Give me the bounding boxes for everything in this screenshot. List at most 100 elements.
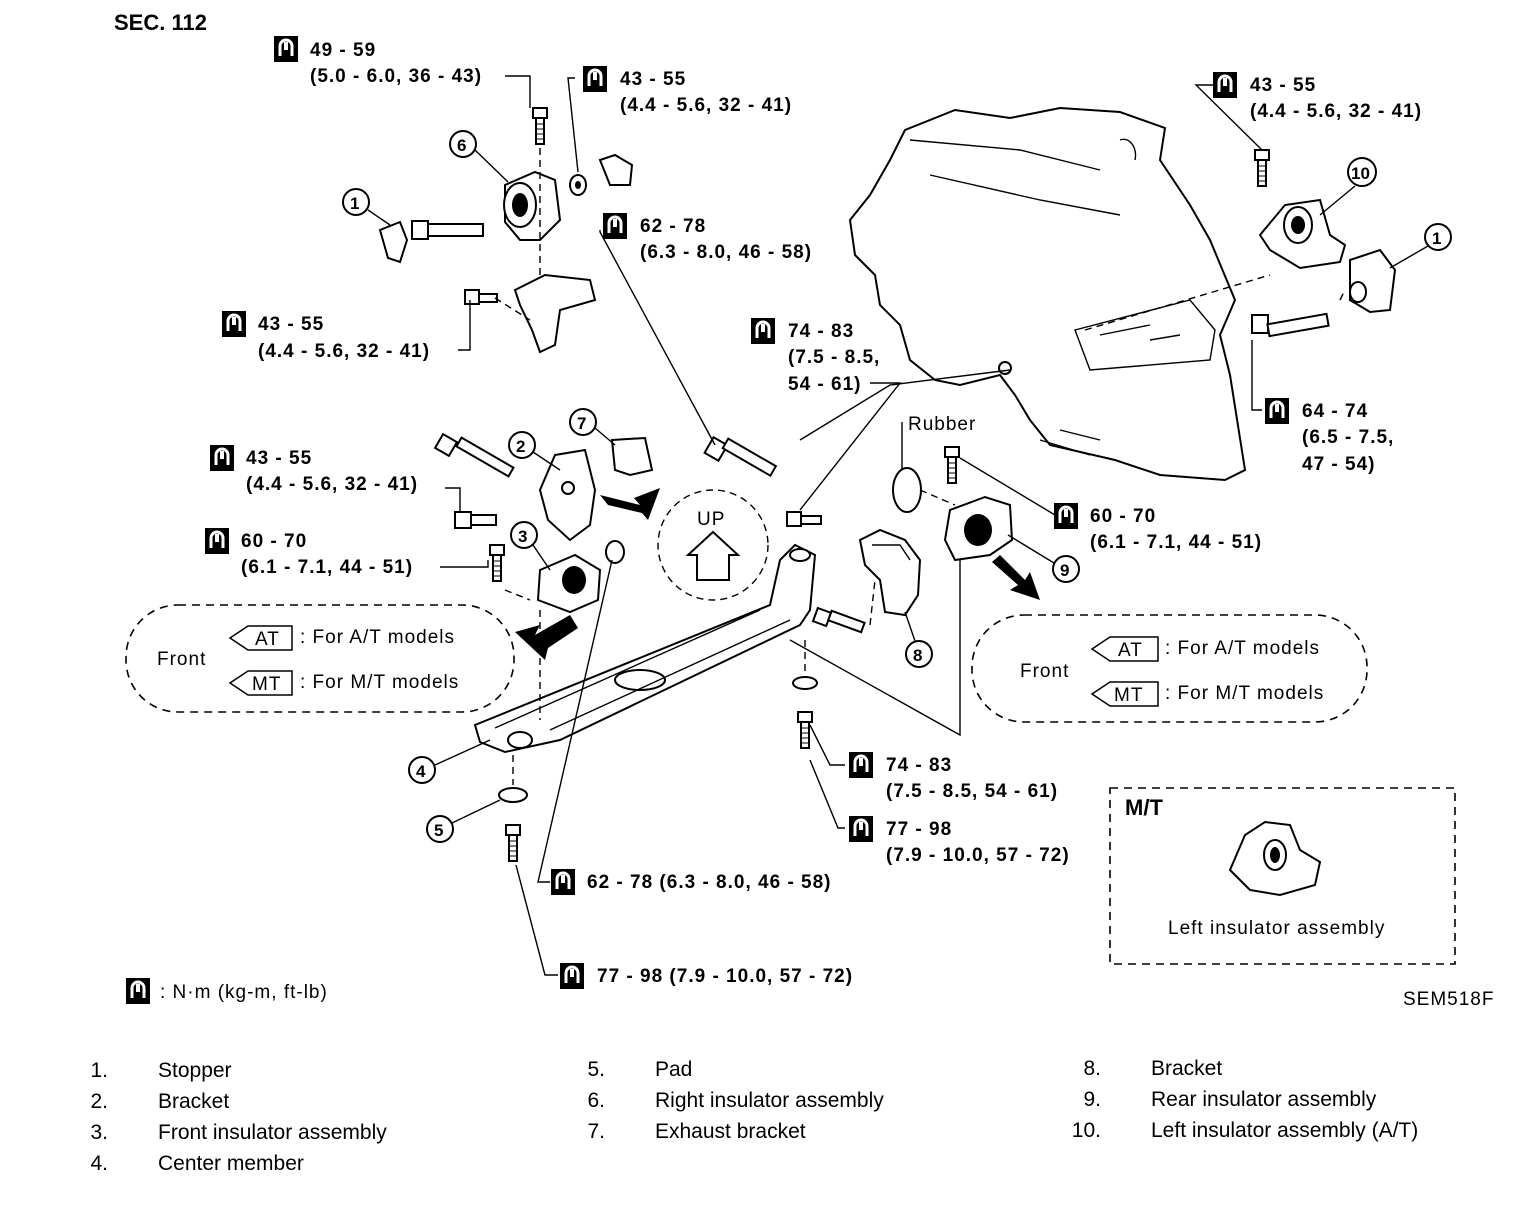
svg-text:62 - 78: 62 - 78	[640, 216, 706, 237]
svg-text:8: 8	[913, 646, 922, 665]
svg-text:: For M/T models: : For M/T models	[300, 672, 459, 693]
svg-text:62 - 78 (6.3 - 8.0, 46 - 58): 62 - 78 (6.3 - 8.0, 46 - 58)	[587, 872, 832, 893]
svg-text:: For A/T models: : For A/T models	[300, 627, 455, 648]
svg-text:5: 5	[434, 821, 443, 840]
svg-text:(4.4 - 5.6, 32 - 41): (4.4 - 5.6, 32 - 41)	[246, 474, 418, 495]
svg-text:1: 1	[350, 194, 359, 213]
svg-text:(7.5 - 8.5, 54 - 61): (7.5 - 8.5, 54 - 61)	[886, 781, 1058, 802]
legend-item: 3.Front insulator assembly	[90, 1121, 387, 1144]
svg-text:AT: AT	[1118, 640, 1143, 661]
leader-lines	[440, 75, 1263, 976]
front-arrows	[515, 488, 1040, 660]
svg-text:3: 3	[518, 527, 527, 546]
legend-item: 5.Pad	[587, 1058, 693, 1081]
svg-text:64 - 74: 64 - 74	[1302, 401, 1368, 422]
callout-6: 6	[449, 130, 509, 183]
svg-text:4: 4	[416, 762, 426, 781]
svg-text:MT: MT	[252, 674, 281, 695]
svg-text:(5.0 - 6.0, 36 - 43): (5.0 - 6.0, 36 - 43)	[310, 66, 482, 87]
svg-text:Left insulator assembly: Left insulator assembly	[1168, 918, 1385, 939]
torque-callout-10: 60 - 70 (6.1 - 7.1, 44 - 51)	[1052, 501, 1262, 553]
svg-text:7: 7	[577, 414, 586, 433]
svg-text:74 - 83: 74 - 83	[788, 321, 854, 342]
torque-callout-8: 43 - 55 (4.4 - 5.6, 32 - 41)	[208, 443, 418, 495]
torque-callout-2: 43 - 55 (4.4 - 5.6, 32 - 41)	[581, 64, 792, 116]
front-legend-left: Front AT : For A/T models MT : For M/T m…	[125, 604, 515, 713]
callout-2: 2	[508, 431, 561, 471]
torque-callout-7: 64 - 74 (6.5 - 7.5, 47 - 54)	[1263, 396, 1394, 475]
svg-text:: For A/T models: : For A/T models	[1165, 638, 1320, 659]
legend-item: 8.Bracket	[1083, 1057, 1223, 1080]
figure-id: SEM518F	[1403, 989, 1494, 1010]
torque-callout-5: 43 - 55 (4.4 - 5.6, 32 - 41)	[1211, 70, 1422, 122]
svg-text:77 - 98 (7.9 - 10.0, 57 - 72): 77 - 98 (7.9 - 10.0, 57 - 72)	[597, 966, 853, 987]
svg-text:47 - 54): 47 - 54)	[1302, 454, 1375, 475]
up-label: UP	[697, 509, 725, 530]
svg-text:(6.1 - 7.1, 44 - 51): (6.1 - 7.1, 44 - 51)	[241, 557, 413, 578]
torque-callout-9: 60 - 70 (6.1 - 7.1, 44 - 51)	[203, 526, 413, 578]
svg-text:54 - 61): 54 - 61)	[788, 374, 861, 395]
legend-item: 10.Left insulator assembly (A/T)	[1071, 1119, 1419, 1142]
parts-legend-col3: 8.Bracket 9.Rear insulator assembly 10.L…	[1053, 1053, 1418, 1146]
callout-7: 7	[569, 408, 616, 446]
svg-text:77 - 98: 77 - 98	[886, 819, 952, 840]
up-indicator: UP	[657, 489, 769, 601]
svg-text:: N·m (kg-m, ft-lb): : N·m (kg-m, ft-lb)	[160, 982, 328, 1003]
front-legend-right: Front AT : For A/T models MT : For M/T m…	[971, 614, 1368, 723]
svg-text:10: 10	[1351, 164, 1370, 183]
torque-callout-4: 62 - 78 (6.3 - 8.0, 46 - 58)	[601, 211, 812, 263]
callout-9: 9	[1007, 534, 1080, 583]
svg-text:43 - 55: 43 - 55	[620, 69, 686, 90]
legend-item: 2.Bracket	[90, 1090, 230, 1113]
svg-text:43 - 55: 43 - 55	[258, 314, 324, 335]
torque-callout-3: 43 - 55 (4.4 - 5.6, 32 - 41)	[220, 309, 430, 362]
rear-insulator-drawing	[892, 446, 1014, 562]
svg-text:60 - 70: 60 - 70	[241, 531, 307, 552]
svg-text:43 - 55: 43 - 55	[246, 448, 312, 469]
legend-item: 7.Exhaust bracket	[587, 1120, 806, 1143]
svg-text:9: 9	[1060, 561, 1069, 580]
svg-text:M/T: M/T	[1125, 795, 1163, 820]
parts-legend-col1: 1.Stopper 2.Bracket 3.Front insulator as…	[60, 1055, 387, 1179]
callout-1-left: 1	[342, 188, 391, 226]
units-note: : N·m (kg-m, ft-lb)	[124, 976, 328, 1006]
svg-text:(7.9 - 10.0, 57 - 72): (7.9 - 10.0, 57 - 72)	[886, 845, 1070, 866]
rear-bracket-drawing	[498, 435, 922, 862]
svg-text:(6.3 - 8.0, 46 - 58): (6.3 - 8.0, 46 - 58)	[640, 242, 812, 263]
svg-text:(6.5 - 7.5,: (6.5 - 7.5,	[1302, 427, 1394, 448]
front-insulator-drawing	[433, 432, 654, 720]
legend-item: 9.Rear insulator assembly	[1083, 1088, 1377, 1111]
callout-5: 5	[426, 799, 501, 843]
section-title: SEC. 112	[114, 10, 207, 35]
svg-text:43 - 55: 43 - 55	[1250, 75, 1316, 96]
svg-text:Front: Front	[157, 649, 206, 670]
svg-text:MT: MT	[1114, 685, 1143, 706]
svg-text:Front: Front	[1020, 661, 1069, 682]
svg-text:(4.4 - 5.6, 32 - 41): (4.4 - 5.6, 32 - 41)	[258, 341, 430, 362]
svg-text:60 - 70: 60 - 70	[1090, 506, 1156, 527]
callout-1-right: 1	[1389, 223, 1452, 269]
torque-callout-11: 74 - 83 (7.5 - 8.5, 54 - 61)	[847, 750, 1058, 802]
legend-item: 1.Stopper	[90, 1059, 232, 1082]
svg-text:(6.1 - 7.1, 44 - 51): (6.1 - 7.1, 44 - 51)	[1090, 532, 1262, 553]
torque-callout-6: 74 - 83 (7.5 - 8.5, 54 - 61)	[749, 316, 880, 395]
torque-callout-14: 77 - 98 (7.9 - 10.0, 57 - 72)	[558, 961, 853, 991]
svg-text:2: 2	[516, 437, 525, 456]
parts-legend-col2: 5.Pad 6.Right insulator assembly 7.Exhau…	[557, 1054, 884, 1147]
svg-text:AT: AT	[255, 629, 280, 650]
svg-text:(4.4 - 5.6, 32 - 41): (4.4 - 5.6, 32 - 41)	[620, 95, 792, 116]
svg-text:49 - 59: 49 - 59	[310, 40, 376, 61]
rubber-label: Rubber	[908, 414, 976, 435]
callout-3: 3	[510, 521, 551, 571]
svg-text:(7.5 - 8.5,: (7.5 - 8.5,	[788, 347, 880, 368]
torque-callout-13: 62 - 78 (6.3 - 8.0, 46 - 58)	[549, 867, 832, 897]
svg-text:1: 1	[1432, 229, 1441, 248]
center-member-drawing	[473, 543, 817, 754]
legend-item: 6.Right insulator assembly	[587, 1089, 884, 1112]
torque-callout-1: 49 - 59 (5.0 - 6.0, 36 - 43)	[272, 34, 482, 87]
svg-text:6: 6	[457, 136, 466, 155]
svg-text:(4.4 - 5.6, 32 - 41): (4.4 - 5.6, 32 - 41)	[1250, 101, 1422, 122]
left-insulator-drawing	[1084, 149, 1397, 338]
callout-10: 10	[1319, 157, 1377, 216]
